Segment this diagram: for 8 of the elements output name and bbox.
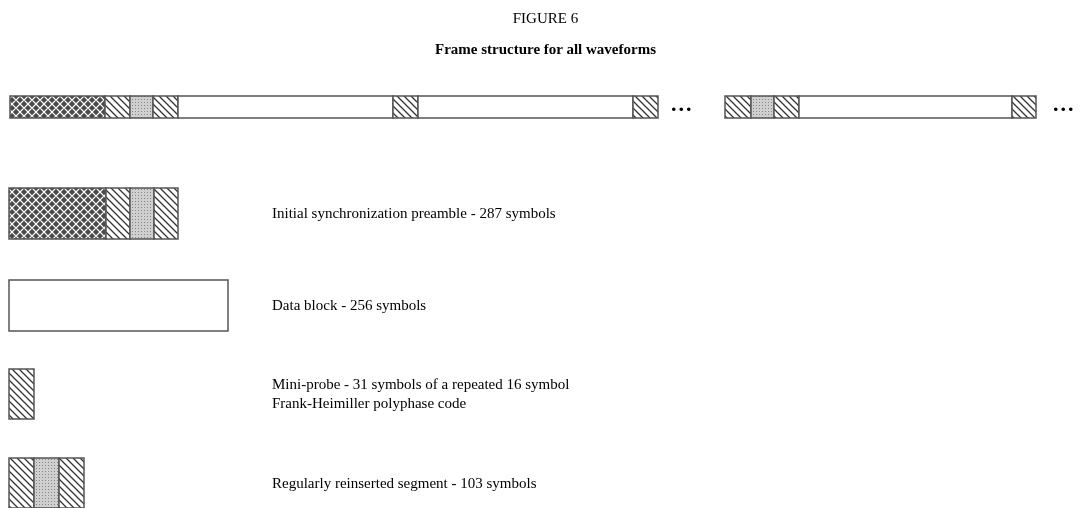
ellipsis: ... [671,94,694,113]
legend-text: Mini-probe - 31 symbols of a repeated 16 symbol Frank-Heimiller polyphase code [272,375,571,413]
figure-title: Frame structure for all waveforms [433,40,657,59]
ellipsis: ... [1053,94,1076,113]
legend-text: Data block - 256 symbols [272,296,428,315]
legend-text: Initial synchronization preamble - 287 symbols [272,204,557,223]
legend-text: Regularly reinserted segment - 103 symbols [272,473,538,493]
figure-number: FIGURE 6 [511,9,580,28]
